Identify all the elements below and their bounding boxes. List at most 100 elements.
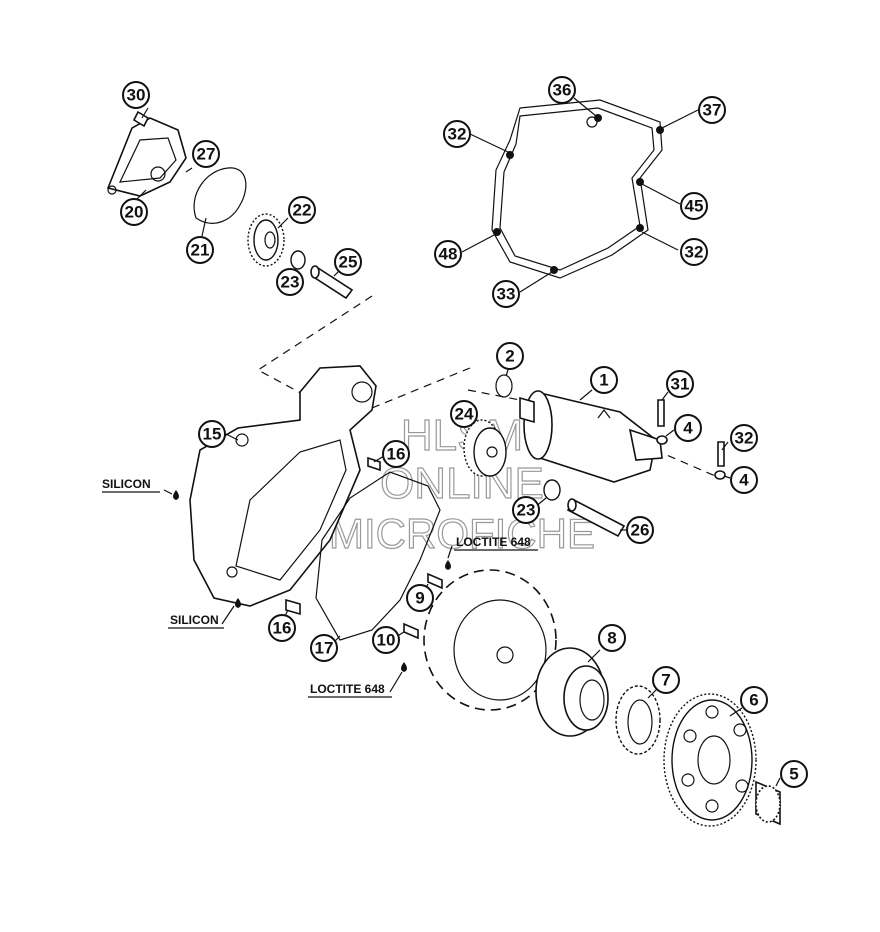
- callout-16-top: 16: [382, 440, 410, 468]
- callout-48: 48: [434, 240, 462, 268]
- svg-text:36: 36: [553, 81, 572, 100]
- callout-23-mid: 23: [512, 496, 540, 524]
- svg-text:2: 2: [505, 347, 514, 366]
- callout-15: 15: [198, 420, 226, 448]
- callout-2: 2: [496, 342, 524, 370]
- freewheel-part-7: [615, 685, 661, 755]
- svg-text:6: 6: [749, 691, 758, 710]
- callout-36: 36: [548, 76, 576, 104]
- needle-bearing-part-23-top: [290, 250, 306, 270]
- needle-bearing-part-5: [755, 780, 781, 826]
- note-loctite-bottom: LOCTITE 648: [310, 682, 385, 696]
- starter-gear-part-6: [663, 693, 757, 827]
- svg-text:20: 20: [125, 203, 144, 222]
- shaft-part-25: [310, 265, 354, 300]
- svg-text:23: 23: [281, 273, 300, 292]
- svg-text:32: 32: [735, 429, 754, 448]
- callout-45: 45: [680, 192, 708, 220]
- dowel-part-16-bottom: [285, 598, 301, 616]
- watermark: HLSM ONLINE MICROFICHE: [328, 410, 595, 557]
- bolt-part-31: [657, 399, 665, 427]
- bolt-part-32-starter: [717, 441, 725, 467]
- washer-part-4-a: [656, 435, 668, 445]
- o-ring-part-2: [495, 374, 513, 398]
- svg-text:45: 45: [685, 197, 704, 216]
- callout-31: 31: [666, 370, 694, 398]
- note-silicon-top: SILICON: [102, 477, 151, 491]
- freewheel-housing-part-8: [535, 647, 609, 737]
- callout-27: 27: [192, 140, 220, 168]
- svg-text:8: 8: [607, 629, 616, 648]
- pin-part-27: [185, 167, 193, 173]
- svg-text:24: 24: [455, 405, 474, 424]
- svg-text:16: 16: [387, 445, 406, 464]
- loctite-drop-bottom: [401, 662, 407, 672]
- svg-text:27: 27: [197, 145, 216, 164]
- svg-text:17: 17: [315, 639, 334, 658]
- svg-text:26: 26: [631, 521, 650, 540]
- svg-text:33: 33: [497, 285, 516, 304]
- callout-32-gasket-top: 32: [443, 120, 471, 148]
- callout-7: 7: [652, 666, 680, 694]
- cover-gasket: [491, 99, 664, 279]
- svg-text:4: 4: [739, 471, 749, 490]
- svg-text:30: 30: [127, 86, 146, 105]
- annotation-notes: SILICON SILICON LOCTITE 648 LOCTITE 648: [102, 477, 538, 698]
- svg-text:32: 32: [448, 125, 467, 144]
- gear-part-22: [247, 213, 285, 267]
- callout-6: 6: [740, 686, 768, 714]
- svg-text:7: 7: [661, 671, 670, 690]
- callout-21: 21: [186, 236, 214, 264]
- inner-gasket-part-17: [315, 471, 441, 641]
- starter-motor-part-1: [519, 390, 663, 483]
- svg-text:22: 22: [293, 201, 312, 220]
- small-cover-part-20: [106, 110, 187, 197]
- svg-text:37: 37: [703, 101, 722, 120]
- silicon-drop-bottom: [235, 598, 241, 608]
- callout-20: 20: [120, 198, 148, 226]
- note-loctite-top: LOCTITE 648: [456, 535, 531, 549]
- svg-text:21: 21: [191, 241, 210, 260]
- callout-30: 30: [122, 81, 150, 109]
- svg-text:32: 32: [685, 243, 704, 262]
- svg-text:48: 48: [439, 245, 458, 264]
- svg-text:5: 5: [789, 765, 798, 784]
- callout-26: 26: [626, 516, 654, 544]
- svg-text:16: 16: [273, 619, 292, 638]
- callout-9: 9: [406, 584, 434, 612]
- loctite-drop-top: [445, 560, 451, 570]
- flywheel: [423, 569, 557, 711]
- callout-10: 10: [372, 626, 400, 654]
- callout-4-b: 4: [730, 466, 758, 494]
- seal-ring-part-21: [193, 167, 247, 224]
- svg-text:1: 1: [599, 371, 608, 390]
- callout-4-a: 4: [674, 414, 702, 442]
- svg-text:25: 25: [339, 253, 358, 272]
- callout-24: 24: [450, 400, 478, 428]
- callout-8: 8: [598, 624, 626, 652]
- needle-bearing-part-23-mid: [543, 479, 561, 501]
- note-silicon-bottom: SILICON: [170, 613, 219, 627]
- callout-17: 17: [310, 634, 338, 662]
- callout-33: 33: [492, 280, 520, 308]
- bolt-part-10: [403, 622, 419, 640]
- bolt-part-9: [427, 572, 443, 590]
- svg-text:15: 15: [203, 425, 222, 444]
- silicon-drop-top: [173, 490, 179, 500]
- svg-text:31: 31: [671, 375, 690, 394]
- callout-1: 1: [590, 366, 618, 394]
- svg-text:23: 23: [517, 501, 536, 520]
- callout-5: 5: [780, 760, 808, 788]
- shaft-part-26: [566, 498, 626, 538]
- svg-text:10: 10: [377, 631, 396, 650]
- callout-16-bottom: 16: [268, 614, 296, 642]
- washer-part-4-b: [714, 470, 726, 480]
- callout-25: 25: [334, 248, 362, 276]
- svg-text:9: 9: [415, 589, 424, 608]
- callout-32-starter: 32: [730, 424, 758, 452]
- svg-text:4: 4: [683, 419, 693, 438]
- callout-37: 37: [698, 96, 726, 124]
- idler-gear-part-24: [463, 419, 507, 477]
- assembly-lines: [256, 295, 721, 479]
